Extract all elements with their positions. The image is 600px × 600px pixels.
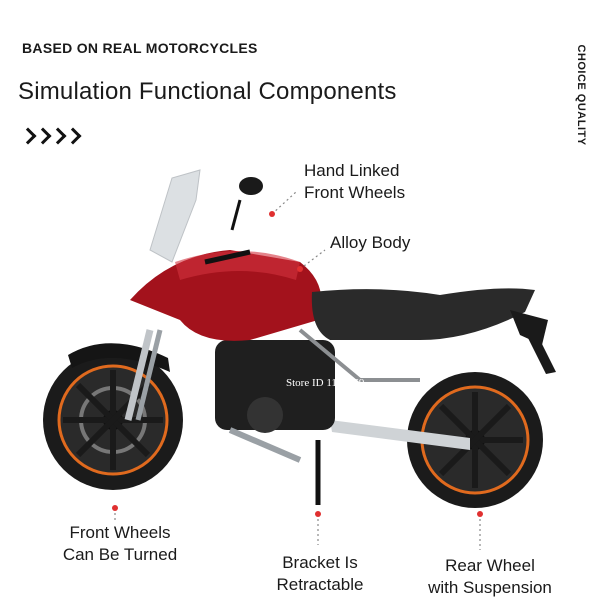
callout-bracket-retractable: Bracket Is Retractable	[276, 553, 364, 594]
callout-front-wheels-turned: Front Wheels Can Be Turned	[62, 523, 178, 564]
callout-alloy-body: Alloy Body	[330, 233, 411, 252]
page-title: Simulation Functional Components	[18, 78, 397, 105]
store-watermark: Store ID 1104069	[286, 377, 365, 389]
callout-hand-linked-front-wheels: Hand Linked Front Wheels	[304, 161, 406, 202]
front-wheel	[43, 350, 183, 490]
callout-rear-wheel-suspension: Rear Wheel with Suspension	[428, 556, 552, 597]
rear-wheel	[407, 372, 543, 508]
page-kicker: BASED ON REAL MOTORCYCLES	[22, 40, 258, 56]
